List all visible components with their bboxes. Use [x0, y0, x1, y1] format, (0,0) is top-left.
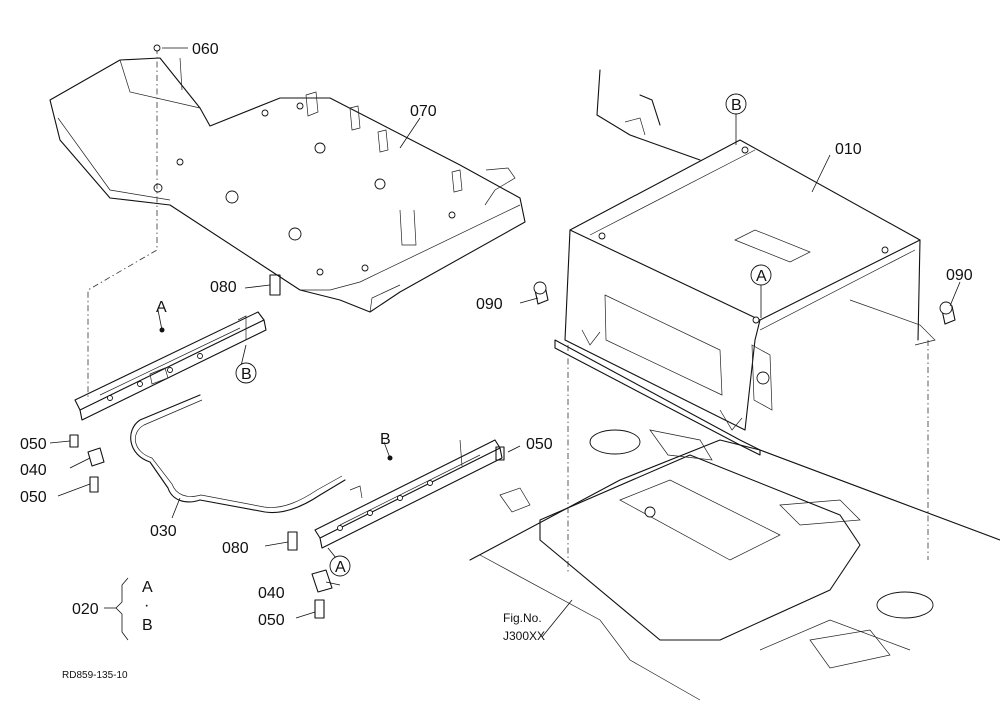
leader-lines — [49, 47, 961, 641]
callout-circle-a-frame — [750, 264, 772, 286]
label-050-b: 050 — [20, 489, 47, 506]
callout-circle-a-rail — [329, 555, 351, 577]
callout-letters: A B B A B A A · B — [142, 97, 767, 634]
callout-circle-a-frame-letter: A — [756, 268, 767, 285]
callout-circle-b-frame-letter: B — [731, 97, 742, 114]
callout-circle-b-frame — [725, 93, 747, 115]
callout-a-rail: A — [156, 299, 167, 316]
center-lines — [87, 48, 929, 572]
figure-reference: Fig.No. J300XX — [503, 611, 545, 643]
label-080-upper: 080 — [210, 279, 237, 296]
bolt-050-d — [314, 599, 325, 619]
seat-frame-010 — [554, 69, 936, 456]
bolt-080-lower — [287, 531, 298, 551]
label-040-b: 040 — [258, 585, 285, 602]
bolt-050-a — [69, 434, 79, 448]
label-010: 010 — [835, 141, 862, 158]
seat-rail-b — [314, 439, 503, 549]
group-a-letter: A — [142, 579, 153, 596]
callout-b-rail: B — [380, 431, 391, 448]
label-060: 060 — [192, 41, 219, 58]
callout-circle-b-rail-letter: B — [241, 366, 252, 383]
label-090-left: 090 — [476, 296, 503, 313]
label-090-right: 090 — [946, 267, 973, 284]
label-070: 070 — [410, 103, 437, 120]
bolt-080-upper — [269, 274, 281, 296]
adjuster-bar-030 — [130, 394, 346, 514]
label-050-c: 050 — [526, 436, 553, 453]
group-dot: · — [144, 597, 149, 614]
seat-plate-070 — [49, 57, 526, 313]
fig-no-value: J300XX — [503, 629, 545, 643]
label-020: 020 — [72, 601, 99, 618]
callout-circle-a-rail-letter: A — [335, 559, 346, 576]
bracket-040-a — [87, 447, 105, 467]
fig-no-label: Fig.No. — [503, 611, 542, 625]
label-030: 030 — [150, 523, 177, 540]
label-040-a: 040 — [20, 462, 47, 479]
group-b-letter: B — [142, 617, 153, 634]
small-parts — [69, 44, 956, 619]
bolt-050-c — [495, 446, 505, 461]
bolt-060-marker — [153, 44, 161, 52]
part-number-labels: 060 070 080 050 040 050 030 050 080 040 … — [20, 41, 973, 629]
label-050-a: 050 — [20, 436, 47, 453]
callout-circle-b-rail — [235, 362, 257, 384]
bracket-040-b — [311, 569, 333, 593]
label-080-lower: 080 — [222, 540, 249, 557]
seat-rail-a — [74, 311, 267, 421]
drawing-code: RD859-135-10 — [62, 670, 128, 681]
label-050-d: 050 — [258, 612, 285, 629]
bolt-050-b — [89, 476, 99, 493]
floor-deck — [469, 429, 1000, 701]
